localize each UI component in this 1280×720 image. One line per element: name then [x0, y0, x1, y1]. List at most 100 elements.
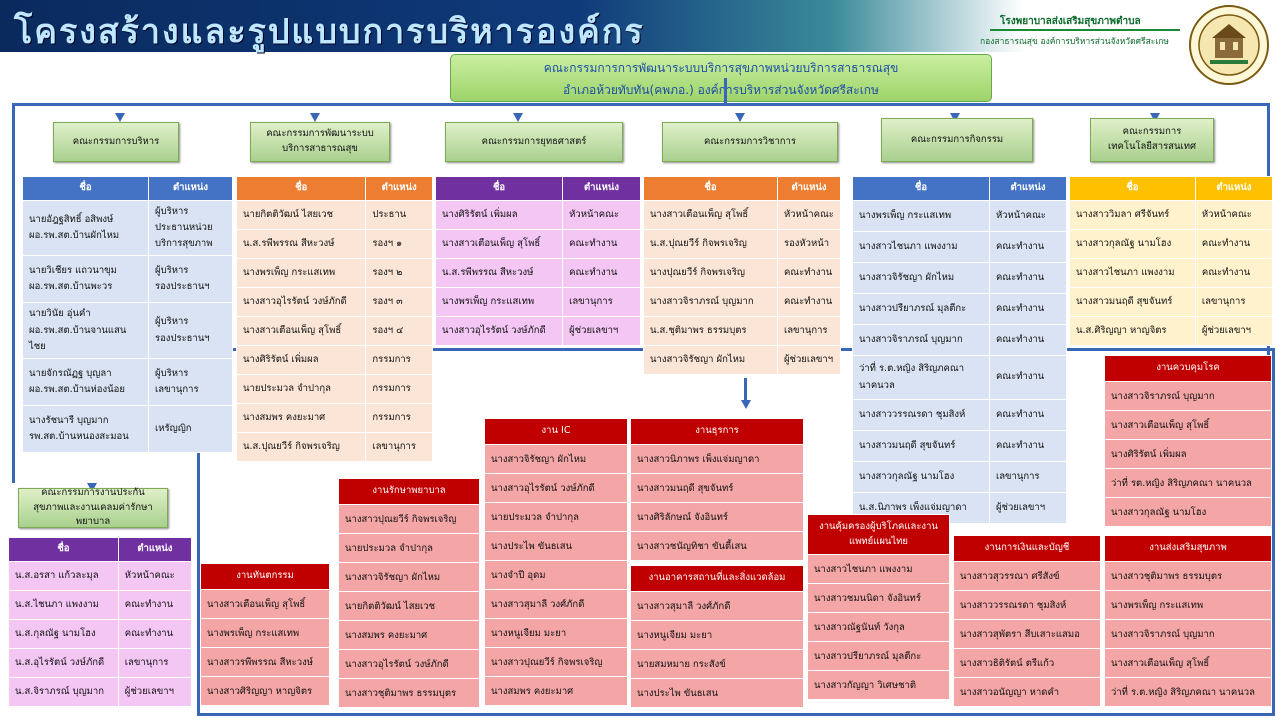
member-position: ผู้ช่วยเลขาฯ: [1194, 316, 1273, 346]
column-header-name: ชื่อ: [1069, 176, 1196, 201]
member-position: คณะทำงาน: [988, 430, 1067, 462]
column-header-position: ตำแหน่ง: [562, 176, 641, 201]
unit-table-admin-office: งานธุรการนางสาวนิภาพร เพ็งแจ่มญาดานางสาว…: [630, 418, 804, 561]
member-position: รองหัวหน้า: [776, 229, 841, 259]
column-header-name: ชื่อ: [22, 176, 149, 201]
unit-member: นางสาวจิรัชญา ผักไหม: [338, 562, 480, 592]
column-header-position: ตำแหน่ง: [1194, 176, 1273, 201]
table-header-row: ชื่อตำแหน่ง: [434, 176, 641, 201]
table-row: นางสาวอุไรรัตน์ วงษ์ภักดีรองฯ ๓: [235, 287, 433, 317]
member-name: นางสาวไชนภา แพงงาม: [852, 231, 990, 263]
committee-table-service-dev: ชื่อตำแหน่งนายกิตติวัฒน์ ไสยเวชประธานน.ส…: [235, 176, 433, 462]
unit-row: นางสาวณัฐนันท์ วังกุล: [807, 612, 950, 642]
unit-member: นางสาวอุไรรัตน์ วงษ์ภักดี: [484, 473, 628, 503]
table-row: นางศิริรัตน์ เพิ่มผลกรรมการ: [235, 345, 433, 375]
unit-row: นางสาวเตือนเพ็ญ สุโพธิ์: [1104, 410, 1272, 440]
member-position: กรรมการ: [365, 403, 433, 433]
unit-member: นางสาวอนัญญา หาดคำ: [953, 677, 1101, 707]
member-name: น.ส.ไชนภา แพงงาม: [8, 590, 119, 620]
unit-row: นางสาวเตือนเพ็ญ สุโพธิ์: [200, 589, 330, 619]
unit-member: นายประมวล จำปากุล: [338, 533, 480, 563]
unit-row: นายประมวล จำปากุล: [338, 533, 480, 563]
table-header-row: ชื่อตำแหน่ง: [852, 176, 1067, 201]
unit-row: นางสาวจิรัชญา ผักไหม: [338, 562, 480, 592]
member-name: น.ส.ศิริญญา หาญจิตร: [1069, 316, 1196, 346]
member-name: นางสาวกุลณัฐ นามโฮง: [852, 461, 990, 493]
member-name: น.ส.รพีพรรณ สีหะวงษ์: [235, 229, 367, 259]
table-row: นางสาวมนฤดี สุขจันทร์คณะทำงาน: [852, 430, 1067, 462]
member-name: น.ส.อรสา แก้วละมุล: [8, 561, 119, 591]
unit-member: นางประไพ ขันธเสน: [630, 678, 804, 708]
committee-label-it: คณะกรรมการเทคโนโลยีสารสนเทศ: [1090, 118, 1214, 162]
unit-member: นางสาวอุไรรัตน์ วงษ์ภักดี: [338, 649, 480, 679]
member-name: นายวินัย อุ่นคำ ผอ.รพ.สต.บ้านจานแสนไชย: [22, 302, 149, 359]
table-row: นางสาวเตือนเพ็ญ สุโพธิ์หัวหน้าคณะ: [643, 200, 841, 230]
unit-title: งานทันตกรรม: [200, 563, 330, 590]
unit-row: นางพรเพ็ญ กระแสเทพ: [200, 618, 330, 648]
member-name: นางสมพร คงยะมาศ: [235, 403, 367, 433]
table-row: นางสาวเตือนเพ็ญ สุโพธิ์รองฯ ๔: [235, 316, 433, 346]
table-header-row: ชื่อตำแหน่ง: [235, 176, 433, 201]
unit-table-dental: งานทันตกรรมนางสาวเตือนเพ็ญ สุโพธิ์นางพรเ…: [200, 563, 330, 706]
unit-member: นางสาวกุลณัฐ นามโฮง: [1104, 497, 1272, 527]
unit-row: นางสมพร คงยะมาศ: [338, 620, 480, 650]
member-position: หัวหน้าคณะ: [562, 200, 641, 230]
org-divider: [990, 29, 1180, 31]
unit-member: นางสาวณัฐนันท์ วังกุล: [807, 612, 950, 642]
member-name: นางสาวอุไรรัตน์ วงษ์ภักดี: [434, 316, 564, 346]
member-position: ผู้บริหาร ประธานหน่วยบริการสุขภาพ: [148, 199, 233, 257]
unit-member: นางสาวจิรัชญา ผักไหม: [484, 444, 628, 474]
member-name: น.ส.จิราภรณ์ บุญมาก: [8, 677, 119, 707]
unit-row: นางสาวชุติมาพร ธรรมบุตร: [338, 678, 480, 708]
unit-row: นางสาวปุณยวีร์ กิจพรเจริญ: [484, 647, 628, 677]
member-position: ผู้ช่วยเลขาฯ: [988, 492, 1067, 524]
unit-row: นางสาวชุติมาพร ธรรมบุตร: [1104, 561, 1272, 591]
column-header-name: ชื่อ: [852, 176, 990, 201]
unit-member: นางสาวจิราภรณ์ บุญมาก: [1104, 619, 1272, 649]
unit-title: งานธุรการ: [630, 418, 804, 445]
member-name: น.ส.ชุติมาพร ธรรมบุตร: [643, 316, 778, 346]
unit-table-building: งานอาคารสถานที่และสิ่งแวดล้อมนางสาวสุมาล…: [630, 565, 804, 708]
committee-label-academic: คณะกรรมการวิชาการ: [662, 122, 838, 162]
arrow-7: [87, 483, 97, 492]
member-position: หัวหน้าคณะ: [1194, 200, 1273, 230]
unit-member: นางสาวกัญญา วิเศษชาติ: [807, 670, 950, 700]
unit-row: นางพรเพ็ญ กระแสเทพ: [1104, 590, 1272, 620]
org-name: โรงพยาบาลส่งเสริมสุขภาพตำบล: [1000, 16, 1141, 27]
member-position: คณะทำงาน: [988, 324, 1067, 356]
member-position: หัวหน้าคณะ: [117, 561, 192, 591]
unit-title: งาน IC: [484, 418, 628, 445]
committee-label-service-dev: คณะกรรมการพัฒนาระบบบริการสาธารณสุข: [250, 122, 390, 162]
member-name: นางสาวจิราภรณ์ บุญมาก: [852, 324, 990, 356]
member-name: นางสาววิมลา ศรีจันทร์: [1069, 200, 1196, 230]
unit-member: นางสาวศิริญญา หาญจิตร: [200, 676, 330, 706]
unit-row: นางสาวสุวรรณา ศรีสังข์: [953, 561, 1101, 591]
table-row: น.ส.ชุติมาพร ธรรมบุตรเลขานุการ: [643, 316, 841, 346]
committee-label-strategy: คณะกรรมการยุทธศาสตร์: [445, 122, 623, 162]
unit-table-disease-control: งานควบคุมโรคนางสาวจิราภรณ์ บุญมากนางสาวเ…: [1104, 355, 1272, 527]
committee-label-activity: คณะกรรมการกิจกรรม: [881, 118, 1033, 162]
table-row: น.ส.อรสา แก้วละมุลหัวหน้าคณะ: [8, 561, 192, 591]
unit-row: นางสาวอนัญญา หาดคำ: [953, 677, 1101, 707]
committee-table-it: ชื่อตำแหน่งนางสาววิมลา ศรีจันทร์หัวหน้าค…: [1069, 176, 1273, 346]
unit-member: นางสาวจิราภรณ์ บุญมาก: [1104, 381, 1272, 411]
member-name: นางสาวเตือนเพ็ญ สุโพธิ์: [434, 229, 564, 259]
unit-row: นางศิริลักษณ์ จังอินทร์: [630, 502, 804, 532]
unit-member: นายประมวล จำปากุล: [484, 502, 628, 532]
unit-member: นางสาวปุณยวีร์ กิจพรเจริญ: [338, 504, 480, 534]
table-header-row: ชื่อตำแหน่ง: [1069, 176, 1273, 201]
member-name: นางสาวเตือนเพ็ญ สุโพธิ์: [643, 200, 778, 230]
unit-row: นางสาวกัญญา วิเศษชาติ: [807, 670, 950, 700]
arrow-2: [310, 113, 320, 122]
table-row: นายวินัย อุ่นคำ ผอ.รพ.สต.บ้านจานแสนไชยผู…: [22, 302, 233, 359]
unit-row: นางสาวอุไรรัตน์ วงษ์ภักดี: [484, 473, 628, 503]
unit-row: นางสาวนิภาพร เพ็งแจ่มญาดา: [630, 444, 804, 474]
unit-connector: [744, 378, 747, 402]
unit-row: นางสาวอุไรรัตน์ วงษ์ภักดี: [338, 649, 480, 679]
arrow-3: [513, 113, 523, 122]
table-row: น.ส.ศิริญญา หาญจิตรผู้ช่วยเลขาฯ: [1069, 316, 1273, 346]
unit-row: นางสาวศิริญญา หาญจิตร: [200, 676, 330, 706]
table-header-row: ชื่อตำแหน่ง: [8, 537, 192, 562]
table-row: นางสาวจิราภรณ์ บุญมากคณะทำงาน: [852, 324, 1067, 356]
